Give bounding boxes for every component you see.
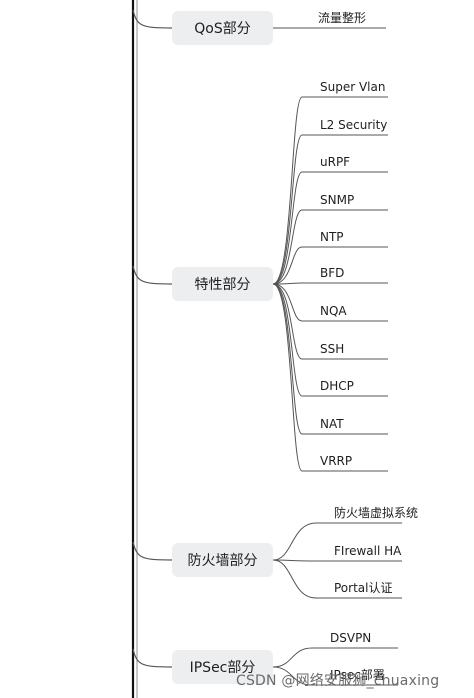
leaf-label: NAT [320, 417, 344, 431]
leaf-connector [272, 522, 317, 561]
leaf-connector [272, 647, 313, 668]
leaf-connector [272, 96, 303, 285]
leaf-connector [272, 666, 313, 686]
leaf-connector [272, 559, 317, 599]
branch-node: 防火墙部分 [172, 543, 273, 577]
branch-connector [132, 541, 173, 561]
leaf-connector [272, 559, 317, 562]
leaf-connector [272, 134, 303, 285]
branch-node: IPSec部分 [172, 650, 273, 684]
leaf-label: uRPF [320, 155, 351, 169]
leaf-label: FIrewall HA [334, 544, 402, 558]
leaf-label: VRRP [320, 454, 353, 468]
leaf-connector [272, 209, 303, 285]
branch-connector [132, 265, 173, 285]
leaf-label: BFD [320, 266, 345, 280]
leaf-connector [272, 171, 303, 285]
leaf-label: DSVPN [330, 631, 372, 645]
leaf-label: 防火墙虚拟系统 [334, 506, 419, 520]
leaf-label: DHCP [320, 379, 354, 393]
leaf-connector [272, 283, 303, 322]
leaf-label: IPsec部署 [330, 668, 385, 682]
leaf-label: NQA [320, 304, 347, 318]
leaf-label: 流量整形 [318, 11, 367, 25]
leaf-label: SSH [320, 342, 345, 356]
leaf-label: NTP [320, 230, 344, 244]
leaf-label: Portal认证 [334, 581, 393, 595]
watermark: CSDN @网络安服狮_chuaxing [236, 673, 440, 689]
leaf-label: L2 Security [320, 118, 388, 132]
branch-connector [132, 9, 173, 29]
branch-node: 特性部分 [172, 267, 273, 301]
branch-node: QoS部分 [172, 11, 273, 45]
branch-connector [132, 648, 173, 668]
leaf-connector [272, 246, 303, 285]
connector-lines [131, 0, 402, 698]
leaf-label: SNMP [320, 193, 355, 207]
leaf-label: Super Vlan [320, 80, 386, 94]
leaf-connector [272, 283, 303, 360]
leaf-connector [272, 282, 303, 285]
leaf-connector [272, 283, 303, 472]
